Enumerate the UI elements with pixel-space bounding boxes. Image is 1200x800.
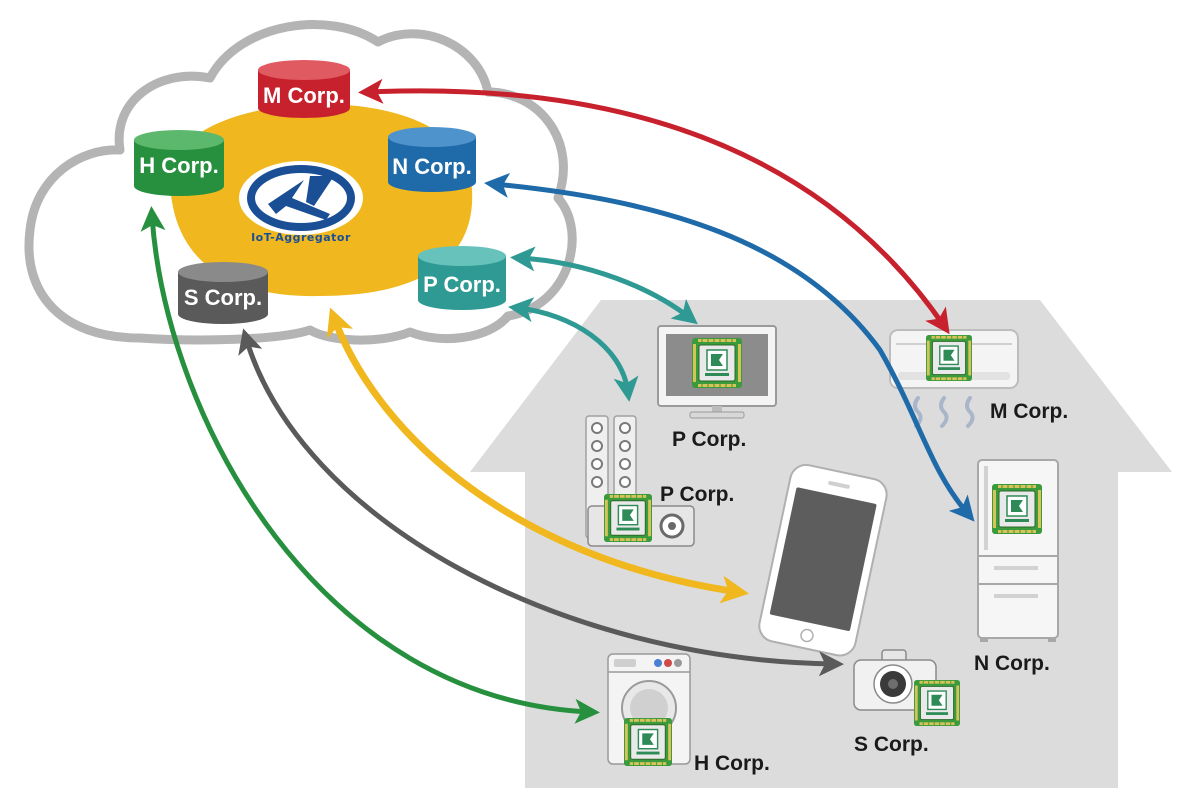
device-label-air-conditioner: M Corp. xyxy=(990,400,1068,423)
iot-module-chip-icon xyxy=(624,718,672,766)
iot-module-chip-icon xyxy=(926,335,972,381)
connection-arrow-n-fridge xyxy=(484,172,975,522)
db-cylinder-p: P Corp. xyxy=(418,246,506,310)
db-cylinder-n: N Corp. xyxy=(388,127,476,192)
aggregator-brand-text: IoT-Aggregator xyxy=(251,231,351,244)
connection-arrow-h-washer xyxy=(140,206,600,724)
db-label-n: N Corp. xyxy=(392,154,471,179)
iot-module-chip-icon xyxy=(604,494,652,542)
iot-module-chip-icon xyxy=(914,680,960,726)
device-label-tv: P Corp. xyxy=(672,428,746,451)
device-label-washer: H Corp. xyxy=(694,752,770,775)
db-cylinder-m: M Corp. xyxy=(258,60,350,118)
device-label-speaker: P Corp. xyxy=(660,483,734,506)
device-label-camera: S Corp. xyxy=(854,733,929,756)
device-label-refrigerator: N Corp. xyxy=(974,652,1050,675)
iot-aggregator-logo-icon xyxy=(239,161,363,235)
iot-module-chip-icon xyxy=(692,338,742,388)
db-cylinder-h: H Corp. xyxy=(134,130,224,196)
db-cylinder-s: S Corp. xyxy=(178,262,268,324)
db-label-p: P Corp. xyxy=(423,272,501,297)
iot-module-chip-icon xyxy=(992,484,1042,534)
db-label-h: H Corp. xyxy=(139,153,218,178)
db-label-s: S Corp. xyxy=(184,285,262,310)
db-label-m: M Corp. xyxy=(263,83,345,108)
